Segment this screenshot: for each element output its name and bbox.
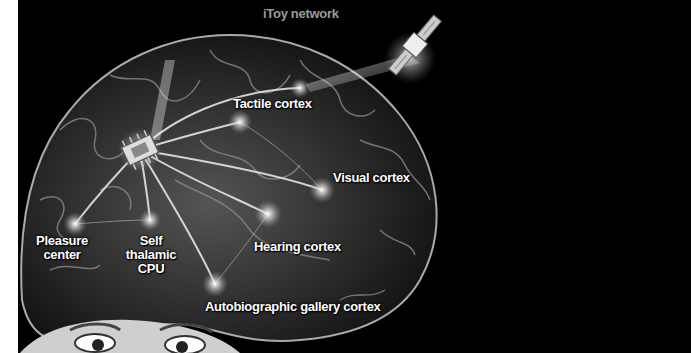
region-label: Tactile cortex xyxy=(233,97,343,111)
region-label: Self thalamic CPU xyxy=(120,234,182,276)
region-label: Hearing cortex xyxy=(254,240,364,254)
region-label: Visual cortex xyxy=(333,171,433,185)
network-label: iToy network xyxy=(263,7,373,21)
region-label: Autobiographic gallery cortex xyxy=(205,300,420,314)
region-label: Pleasure center xyxy=(28,234,96,262)
